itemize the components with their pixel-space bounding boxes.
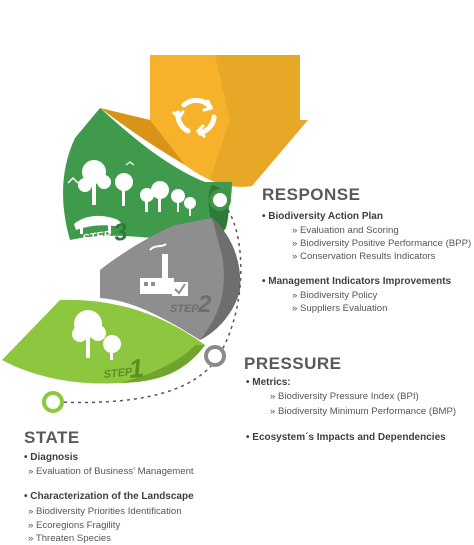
response-item-1-sub-1: Evaluation and Scoring — [292, 225, 399, 236]
response-item-1-sub-3: Conservation Results Indicators — [292, 251, 435, 262]
state-item-1-sub-1: Evaluation of Business' Management — [28, 466, 194, 477]
step3-word: STEP — [82, 229, 113, 245]
response-item-1: Biodiversity Action Plan — [262, 211, 383, 222]
response-item-2-sub-1: Biodiversity Policy — [292, 290, 377, 301]
response-item-2: Management Indicators Improvements — [262, 276, 451, 287]
state-item-2-sub-3: Threaten Species — [28, 533, 111, 544]
recycle-icon — [172, 97, 217, 138]
forest-icon — [67, 160, 196, 234]
step2-number: 2 — [197, 291, 212, 318]
response-title: RESPONSE — [262, 185, 361, 204]
response-ring — [209, 189, 231, 211]
state-item-2: Characterization of the Landscape — [24, 491, 193, 502]
connector-pressure-state — [57, 364, 213, 404]
state-item-2-sub-1: Biodiversity Priorities Identification — [28, 506, 182, 517]
state-ring — [42, 391, 64, 413]
factory-icon — [140, 243, 188, 296]
connector-response-pressure — [221, 209, 242, 351]
state-item-2-sub-2: Ecoregions Fragility — [28, 520, 120, 531]
response-item-2-sub-2: Suppliers Evaluation — [292, 303, 387, 314]
step2-word: STEP — [170, 303, 199, 315]
pressure-item-1-sub-2: Biodiversity Minimum Performance (BMP) — [270, 406, 456, 417]
state-item-1: Diagnosis — [24, 452, 78, 463]
step3-number: 3 — [112, 218, 130, 247]
tree-icon — [72, 310, 121, 360]
pressure-ring — [204, 345, 226, 367]
pressure-item-1: Metrics: — [246, 377, 290, 388]
response-arrow — [100, 55, 308, 187]
state-title: STATE — [24, 428, 80, 447]
step1-number: 1 — [127, 353, 145, 384]
response-item-1-sub-2: Biodiversity Positive Performance (BPP) — [292, 238, 471, 249]
step1-word: STEP — [103, 366, 133, 381]
pressure-title: PRESSURE — [244, 354, 342, 373]
pressure-item-2: Ecosystem´s Impacts and Dependencies — [246, 432, 445, 443]
pressure-item-1-sub-1: Biodiversity Pressure Index (BPI) — [270, 391, 419, 402]
